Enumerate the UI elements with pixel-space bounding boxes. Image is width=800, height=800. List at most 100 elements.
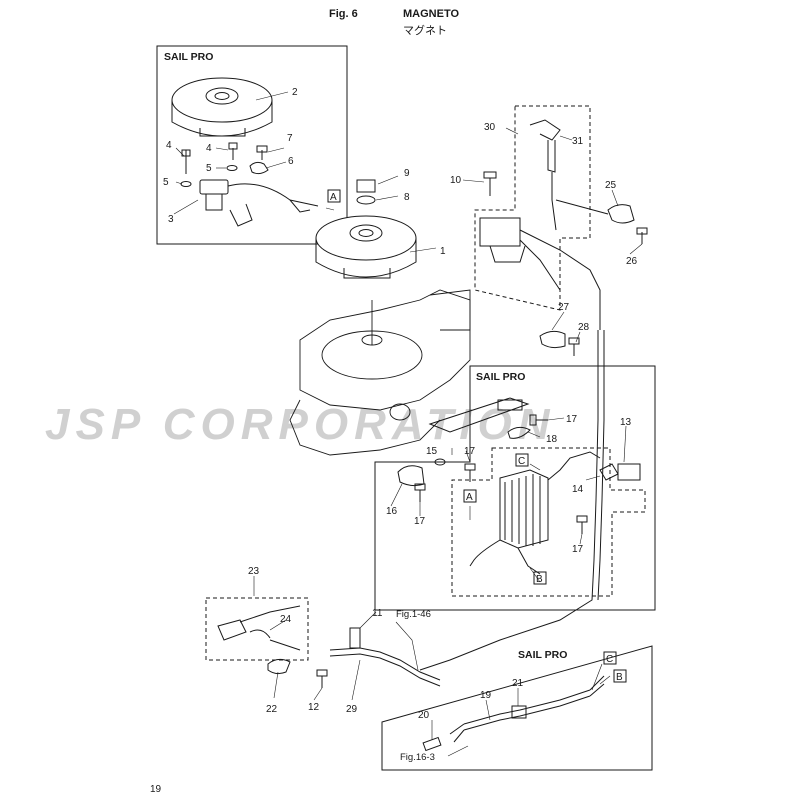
connector-label-b-bottom: B — [616, 672, 623, 683]
screw-12 — [316, 669, 328, 688]
screw-17b — [464, 463, 476, 482]
connector-box-c-mid — [515, 453, 529, 467]
grommet-11 — [349, 627, 361, 649]
callout-27: 27 — [558, 302, 570, 313]
callout-7: 7 — [287, 133, 293, 144]
callout-26: 26 — [626, 256, 638, 267]
callout-13: 13 — [620, 417, 632, 428]
washer-5a — [180, 181, 192, 187]
callout-14: 14 — [572, 484, 584, 495]
sail-pro-mid-label: SAIL PRO — [476, 371, 525, 383]
callout-2: 2 — [292, 87, 298, 98]
wire-harness-29 — [329, 647, 441, 681]
stop-switch-23 — [217, 605, 301, 651]
callout-6: 6 — [288, 156, 294, 167]
callout-4b: 4 — [206, 143, 212, 154]
callout-21: 21 — [512, 678, 524, 689]
callout-9: 9 — [404, 168, 410, 179]
figure-title-japanese: マグネト — [403, 25, 447, 37]
callout-15: 15 — [426, 446, 438, 457]
flywheel-1 — [315, 215, 417, 279]
clamp-18 — [507, 426, 531, 439]
bolt-10 — [483, 171, 497, 196]
sail-pro-bottom-label: SAIL PRO — [518, 649, 567, 661]
screw-26 — [636, 227, 648, 244]
high-tension-cable — [419, 330, 599, 671]
connector-box-b-bottom — [613, 669, 627, 683]
callout-16: 16 — [386, 506, 398, 517]
callout-19: 19 — [480, 690, 492, 701]
flywheel-sail-pro — [171, 77, 273, 137]
washer-5b — [226, 165, 238, 171]
callout-3: 3 — [168, 214, 174, 225]
callout-11: 11 — [372, 608, 383, 619]
connector-label-c-mid: C — [518, 456, 525, 467]
screw-17d — [414, 483, 426, 502]
connector-13 — [617, 463, 641, 481]
rectifier-regulator — [469, 451, 601, 575]
bolt-4a — [181, 149, 191, 174]
callout-1: 1 — [440, 246, 446, 257]
clamp-25 — [607, 204, 635, 224]
figure-title: MAGNETO — [403, 8, 460, 20]
callout-29: 29 — [346, 704, 358, 715]
clamp-27 — [539, 330, 566, 349]
cdi-unit-box — [474, 105, 591, 311]
bolt-4b — [228, 142, 238, 160]
callout-10: 10 — [450, 175, 462, 186]
wiring-group-box — [205, 597, 309, 661]
callout-24: 24 — [280, 614, 292, 625]
connector-box-c-bottom — [603, 651, 617, 665]
screw-7 — [256, 145, 268, 160]
connector-box-a-top — [327, 189, 341, 203]
callout-17b: 17 — [464, 446, 476, 457]
connector-box-a-mid — [463, 489, 477, 503]
callout-17a: 17 — [566, 414, 578, 425]
callout-8: 8 — [404, 192, 410, 203]
connector-label-a-top: A — [330, 192, 337, 203]
clamp-6 — [249, 161, 269, 175]
callout-4a: 4 — [166, 140, 172, 151]
callout-12: 12 — [308, 702, 320, 713]
connector-label-b-mid: B — [536, 574, 543, 585]
sail-pro-mid-box — [374, 365, 656, 611]
screw-17e — [576, 515, 588, 534]
screw-28 — [568, 337, 580, 356]
page-number: 19 — [150, 784, 162, 795]
sail-pro-top-box — [156, 45, 348, 245]
connector-label-a-mid: A — [466, 492, 473, 503]
callout-17c: 17 — [414, 516, 426, 527]
cap-20 — [422, 736, 442, 752]
engine-block — [289, 289, 471, 456]
connector-label-c-bottom: C — [606, 654, 613, 665]
callout-20: 20 — [418, 710, 430, 721]
connector-box-b-mid — [533, 571, 547, 585]
callout-30: 30 — [484, 122, 496, 133]
exciter-coil-3 — [199, 179, 319, 227]
figure-number: Fig. 6 — [329, 8, 358, 20]
sail-pro-top-label: SAIL PRO — [164, 51, 213, 63]
callout-5a: 5 — [163, 177, 169, 188]
callout-18: 18 — [546, 434, 558, 445]
sail-pro-bottom-box — [381, 645, 653, 771]
callout-23: 23 — [248, 566, 260, 577]
washer-8 — [356, 195, 376, 205]
extension-cord-19 — [449, 675, 605, 743]
ref-fig16-3: Fig.16-3 — [400, 752, 435, 763]
cdi-unit-31 — [479, 119, 601, 330]
bracket-15 — [428, 397, 530, 433]
nut-9 — [356, 179, 376, 193]
ref-fig1-46: Fig.1-46 — [396, 609, 431, 620]
callout-25: 25 — [605, 180, 617, 191]
washer-17c — [434, 458, 446, 466]
rectifier-dashed-box — [451, 447, 646, 597]
cap-22 — [267, 658, 291, 675]
callout-22: 22 — [266, 704, 278, 715]
screw-17a — [529, 414, 548, 426]
clamp-16 — [397, 465, 425, 487]
watermark: JSP CORPORATION — [45, 400, 556, 449]
callout-17d: 17 — [572, 544, 584, 555]
grommet-21 — [511, 705, 527, 719]
callout-28: 28 — [578, 322, 590, 333]
